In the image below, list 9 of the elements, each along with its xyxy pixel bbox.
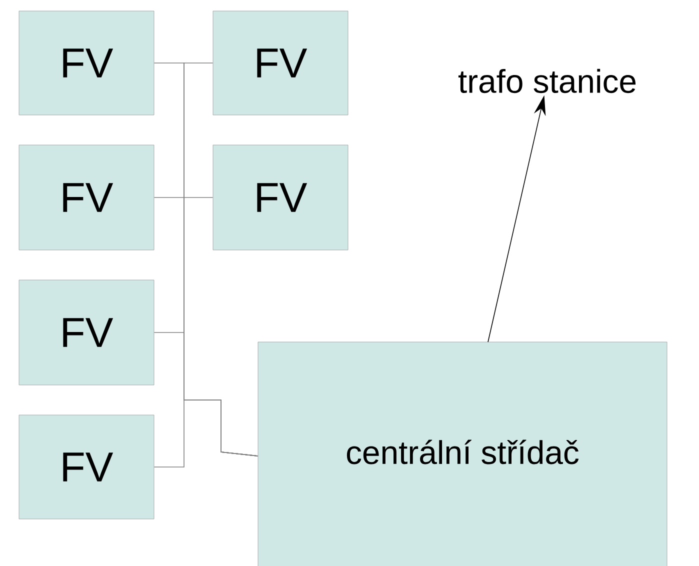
wire: [154, 400, 258, 468]
panel-box: FV: [212, 144, 348, 250]
panel-box: FV: [18, 280, 154, 386]
station-label: trafo stanice: [458, 68, 636, 94]
panel-box: FV: [212, 10, 348, 116]
panel-box: FV: [18, 144, 154, 250]
inverter-box: centrální střídač: [258, 342, 668, 566]
panel-box: FV: [18, 414, 154, 520]
panel-box: FV: [18, 10, 154, 116]
